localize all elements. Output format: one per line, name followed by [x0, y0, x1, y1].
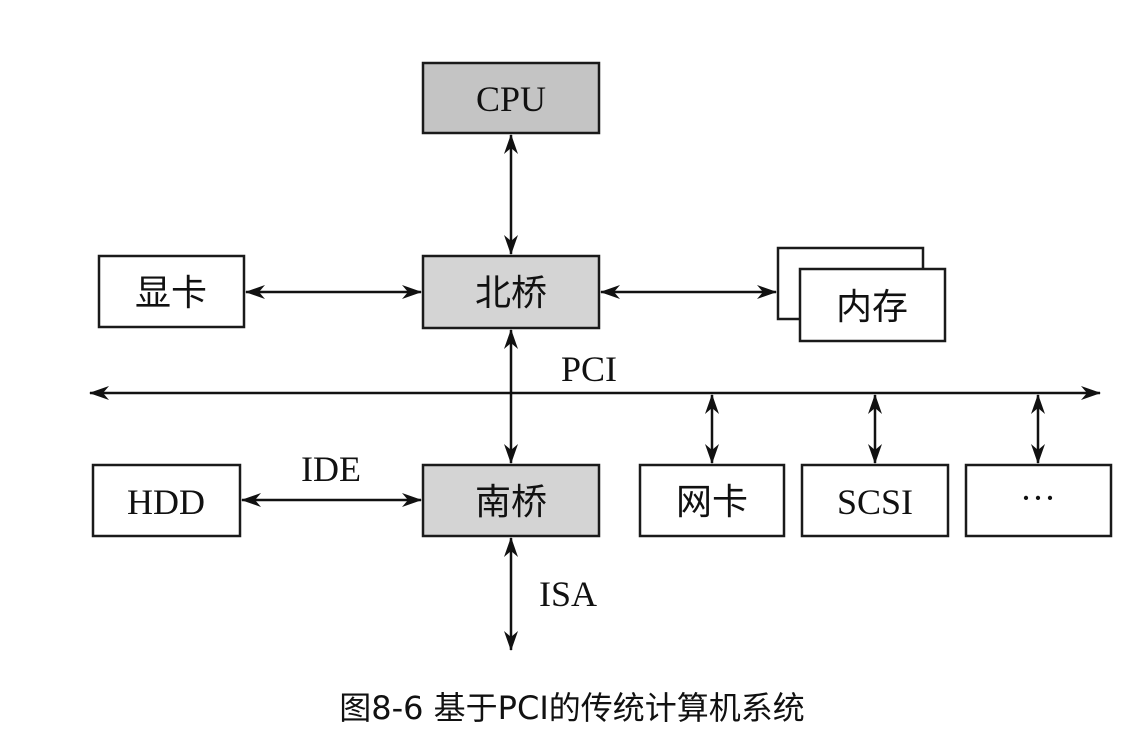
- north-bridge-label: 北桥: [475, 273, 547, 314]
- cpu-label: CPU: [476, 79, 546, 119]
- more-devices-label: ···: [1020, 478, 1056, 518]
- pci-bus-label: PCI: [561, 349, 617, 389]
- ide-bus-label: IDE: [301, 449, 361, 489]
- network-card-node: 网卡: [638, 463, 786, 538]
- hdd-node: HDD: [91, 463, 242, 538]
- memory-label: 内存: [836, 287, 908, 328]
- cpu-node: CPU: [421, 61, 601, 135]
- graphics-card-label: 显卡: [135, 273, 207, 314]
- south-bridge-node: 南桥: [421, 463, 601, 538]
- more-devices-node: ···: [964, 463, 1113, 538]
- network-card-label: 网卡: [676, 482, 748, 523]
- north-bridge-node: 北桥: [421, 254, 601, 330]
- south-bridge-label: 南桥: [475, 482, 547, 523]
- scsi-label: SCSI: [837, 482, 913, 522]
- memory-node: 内存: [776, 246, 947, 343]
- hdd-label: HDD: [127, 482, 205, 522]
- figure-caption: 图8-6 基于PCI的传统计算机系统: [339, 689, 805, 727]
- isa-bus-label: ISA: [539, 574, 597, 614]
- graphics-card-node: 显卡: [97, 254, 246, 329]
- scsi-node: SCSI: [800, 463, 950, 538]
